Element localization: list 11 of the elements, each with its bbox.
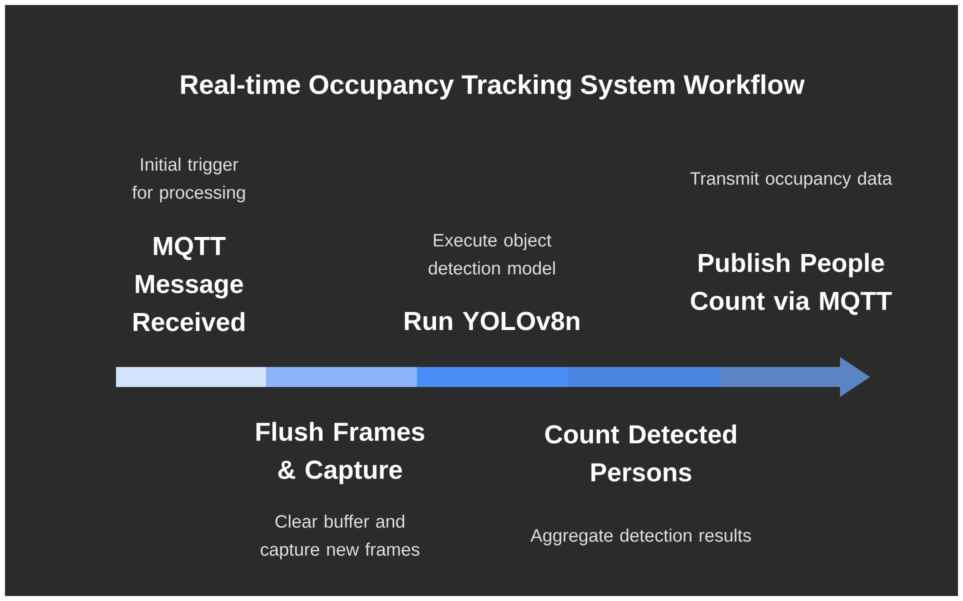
step-title: MQTT Message Received [134, 236, 244, 332]
step-description: Initial trigger for processing [132, 158, 245, 202]
step-description: Transmit occupancy data [690, 172, 892, 188]
step-title: Run YOLOv8n [404, 312, 580, 330]
step-description: Aggregate detection results [530, 528, 751, 546]
diagram-title: Real-time Occupancy Tracking System Workflow [181, 74, 805, 100]
step-description: Clear buffer and capture new frames [260, 514, 420, 560]
step-title: Publish People Count via MQTT [690, 253, 892, 315]
step-description: Execute object detection model [428, 233, 555, 275]
step-title: Count Detected Persons [545, 424, 736, 482]
step-title: Flush Frames & Capture [256, 422, 424, 484]
